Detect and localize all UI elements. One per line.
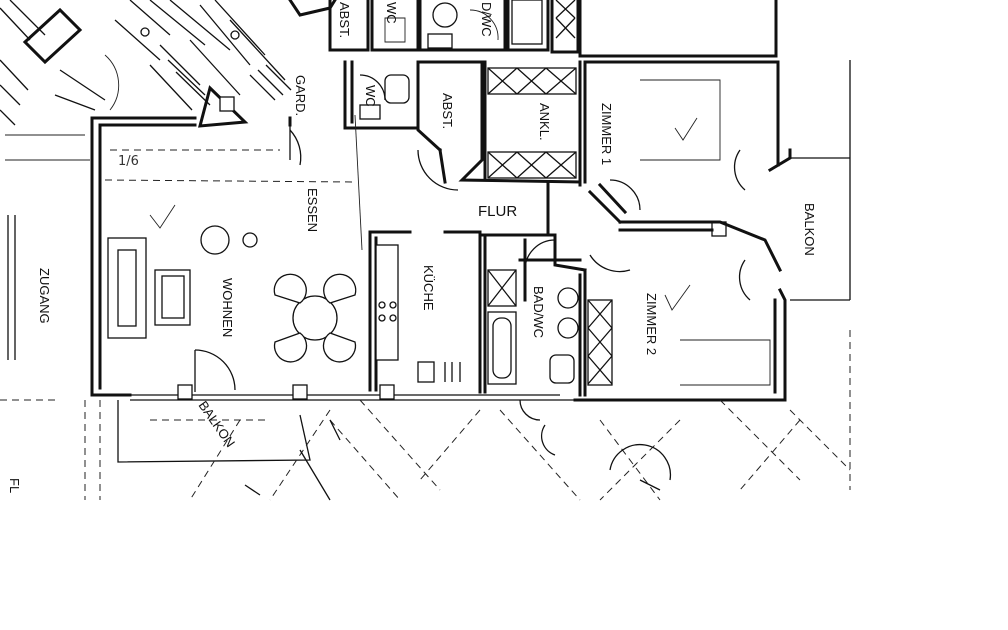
- label-wohnen: WOHNEN: [220, 278, 235, 337]
- label-wc: WC: [363, 85, 378, 107]
- label-bad-wc: BAD/WC: [531, 286, 546, 338]
- label-zimmer1: ZIMMER 1: [599, 103, 614, 165]
- label-zugang: ZUGANG: [37, 268, 52, 324]
- label-fl: FL: [7, 478, 22, 493]
- upper-structure: [0, 0, 778, 161]
- label-gard: GARD.: [293, 75, 308, 116]
- kitchen-counter: [375, 244, 399, 361]
- handwritten-number: 1/6: [118, 154, 139, 169]
- label-wc-top: WC: [384, 2, 399, 24]
- outer-walls: [90, 60, 851, 402]
- toilet: [549, 354, 575, 384]
- exterior-dashed: [0, 149, 851, 501]
- label-abst: ABST.: [440, 93, 455, 129]
- door-swings: [194, 74, 751, 456]
- label-balkon-bottom: BALKON: [196, 398, 239, 450]
- label-bad-wc-top: D/WC: [479, 2, 494, 37]
- furniture: [107, 67, 771, 386]
- label-ankl: ANKL.: [537, 103, 552, 141]
- label-kueche: KÜCHE: [421, 265, 436, 311]
- handwritten-marks: 1/6: [118, 114, 698, 311]
- label-flur: FLUR: [478, 203, 517, 220]
- plant: [200, 225, 230, 255]
- label-abst-top: ABST.: [337, 2, 352, 38]
- sink: [557, 287, 579, 309]
- label-balkon-right: BALKON: [802, 203, 817, 256]
- label-zimmer2: ZIMMER 2: [644, 293, 659, 355]
- label-essen: ESSEN: [305, 188, 320, 232]
- dining-table: [292, 295, 338, 341]
